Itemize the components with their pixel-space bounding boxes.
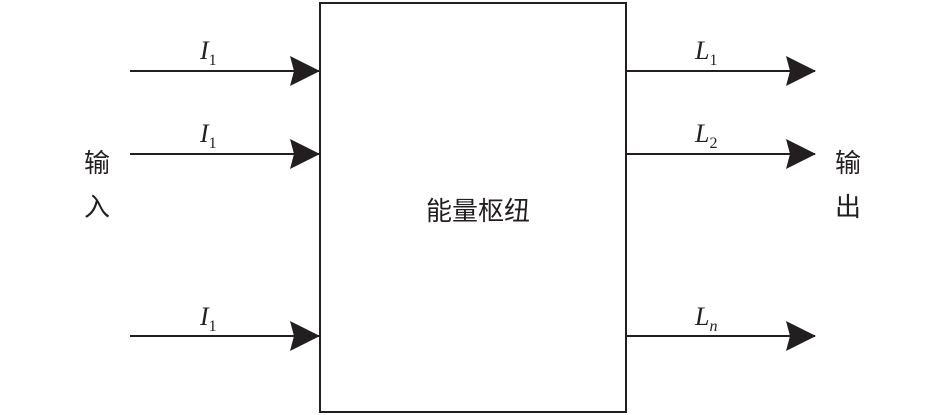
output-label-2-var: L [694,119,709,148]
input-label-1-var: I [199,36,210,65]
energy-hub-box [319,2,627,413]
output-label-3: Ln [694,302,717,335]
output-label-3-sub: n [709,318,717,335]
input-label-2-sub: 1 [209,135,217,152]
input-label-1-sub: 1 [209,52,217,69]
output-side-label-char-2: 出 [835,193,861,223]
output-label-1-sub: 1 [709,52,717,69]
input-label-2: I1 [199,119,217,152]
output-label-1: L1 [694,36,717,69]
energy-hub-label: 能量枢纽 [426,197,530,227]
input-side-label-char-2: 入 [84,193,110,223]
input-label-1: I1 [199,36,217,69]
input-label-3-sub: 1 [209,318,217,335]
input-label-3-var: I [199,302,210,331]
output-label-1-var: L [694,36,709,65]
output-label-3-var: L [694,302,709,331]
output-label-2-sub: 2 [709,135,717,152]
input-label-2-var: I [199,119,210,148]
output-label-2: L2 [694,119,717,152]
input-label-3: I1 [199,302,217,335]
output-side-label-char-1: 输 [835,149,861,179]
input-side-label-char-1: 输 [84,149,110,179]
